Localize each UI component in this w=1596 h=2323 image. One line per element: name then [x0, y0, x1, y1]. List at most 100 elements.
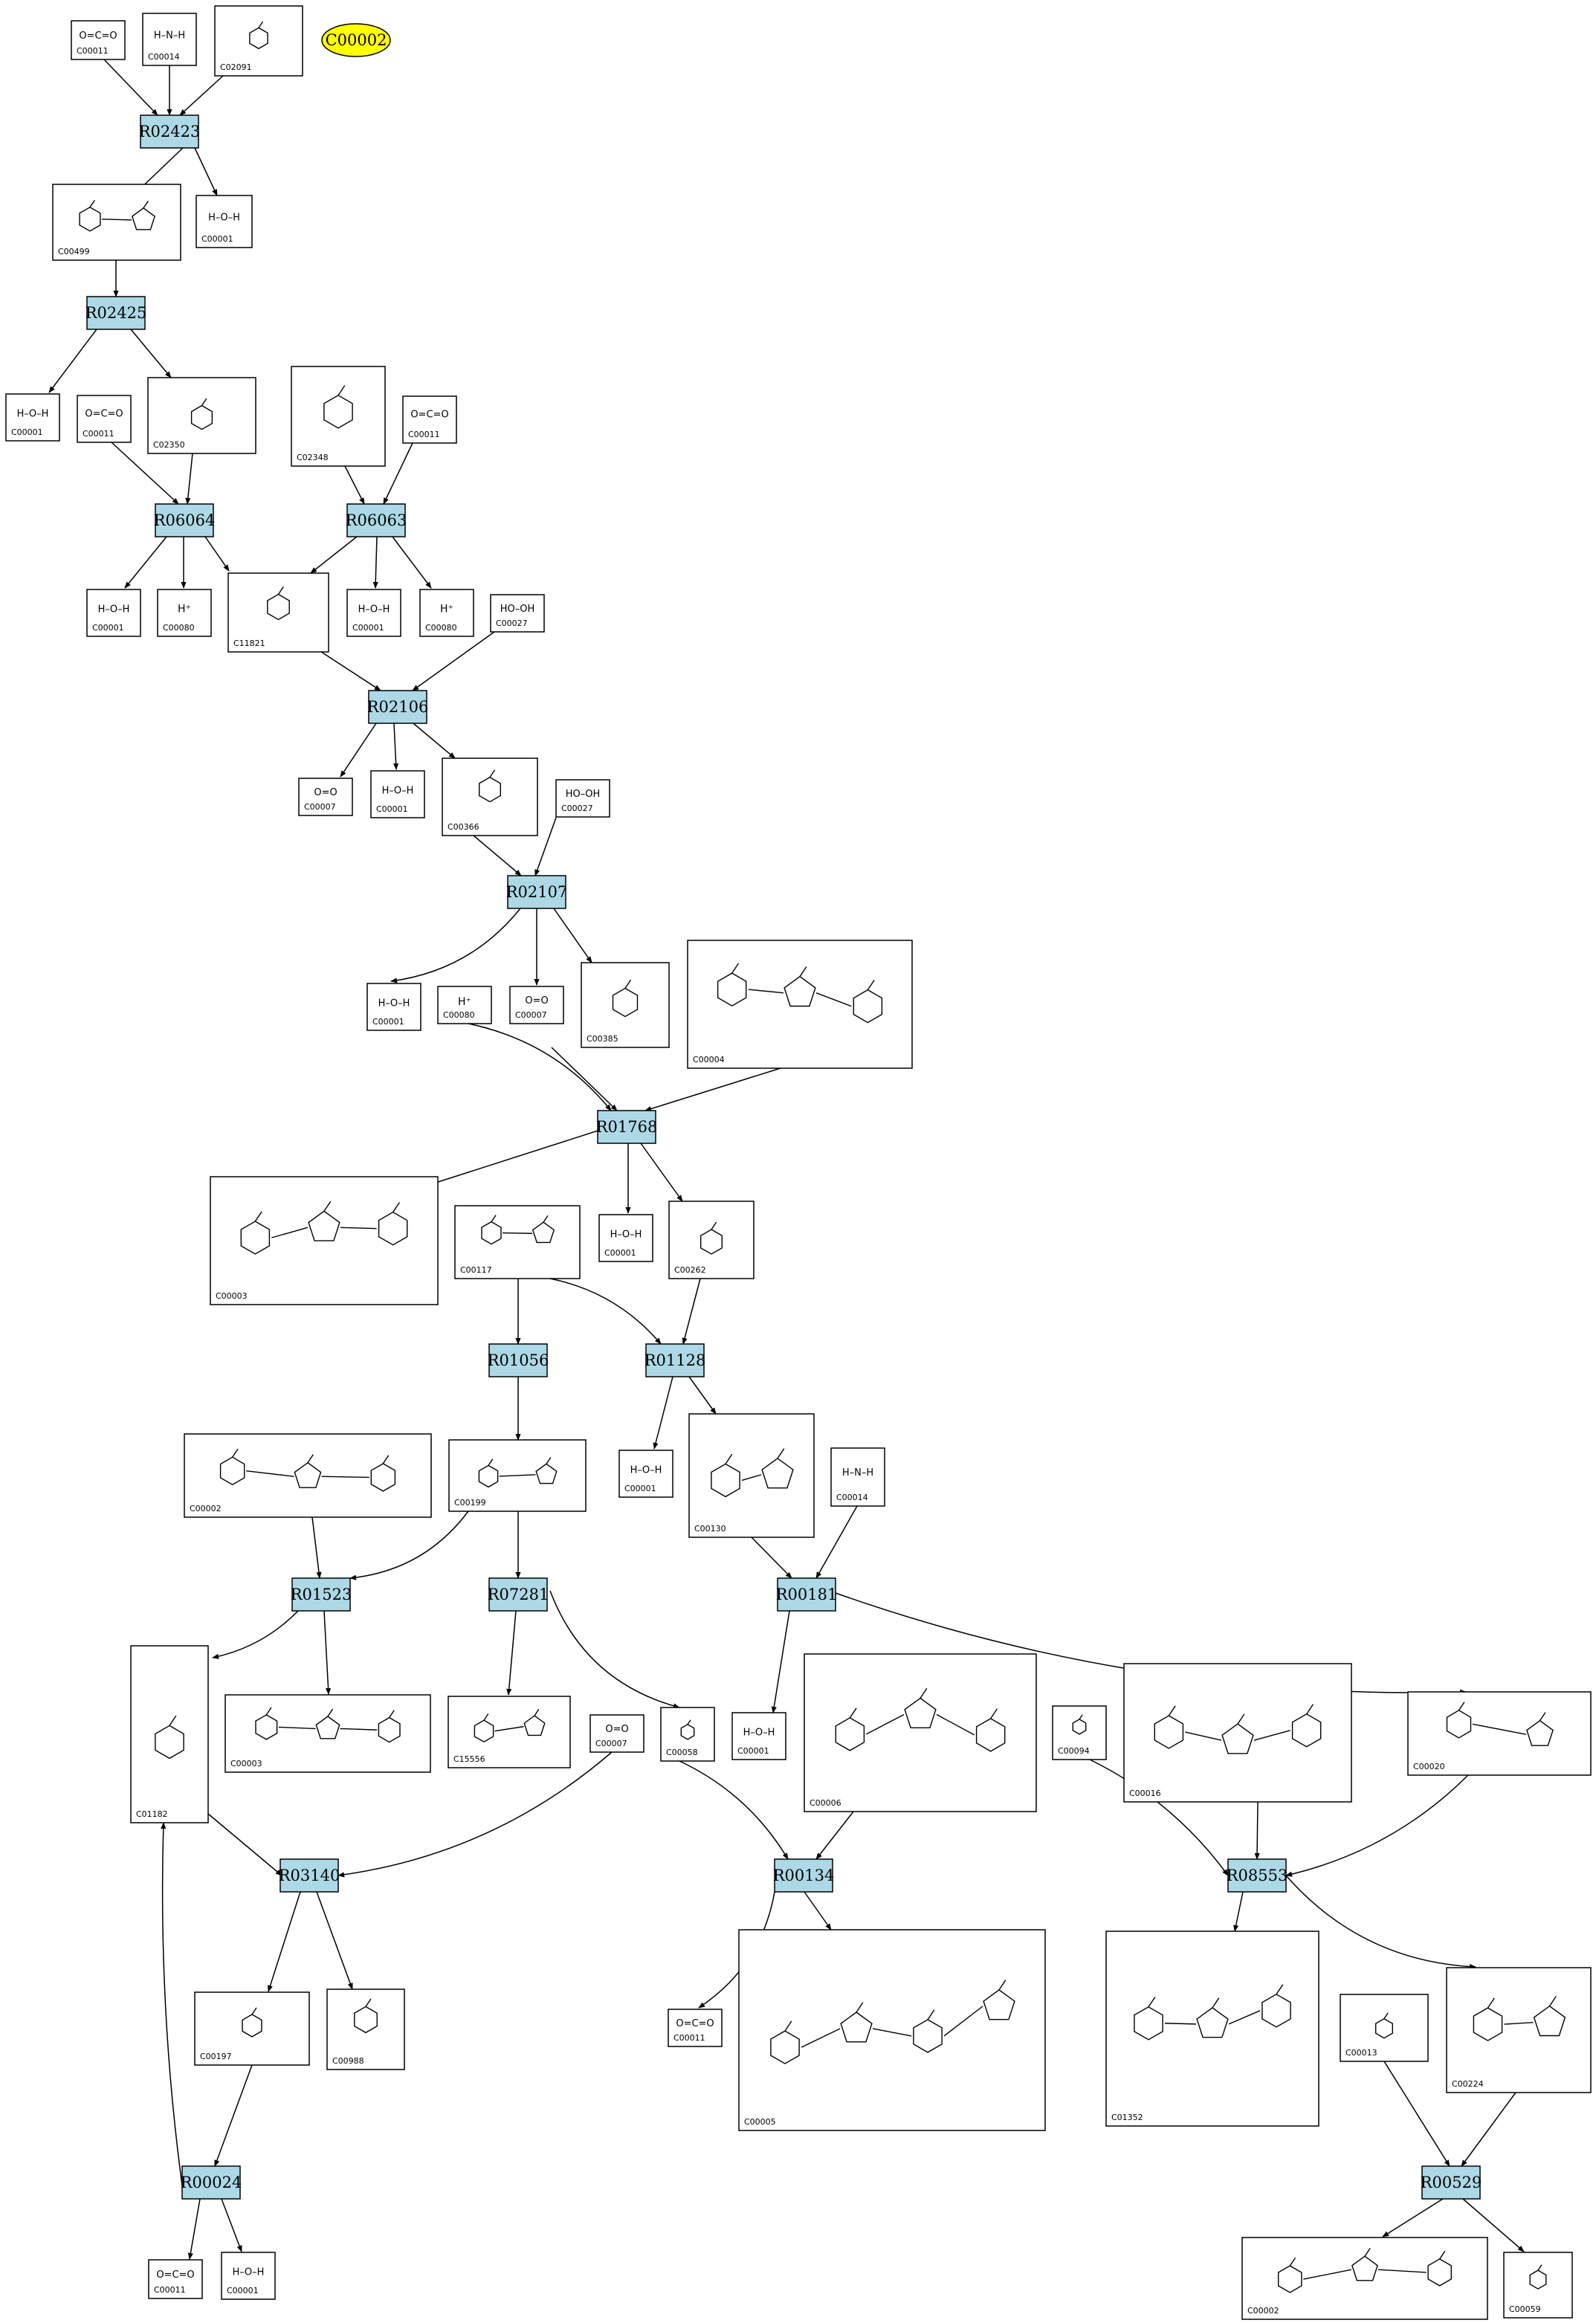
compound-node[interactable]: C01182 — [130, 1645, 209, 1823]
compound-node[interactable]: C00004 — [687, 940, 913, 1069]
reaction-box — [280, 1858, 339, 1893]
reaction-node[interactable]: R00134 — [773, 1858, 835, 1893]
compound-node[interactable]: H⁺C00080 — [437, 986, 492, 1024]
reaction-node[interactable]: R07281 — [488, 1577, 549, 1612]
structure-bond — [801, 2028, 841, 2048]
compound-node[interactable]: C00003 — [210, 1176, 439, 1305]
compound-node[interactable]: C00020 — [1407, 1691, 1592, 1776]
reaction-node[interactable]: R01128 — [644, 1343, 706, 1377]
compound-node[interactable]: C00224 — [1446, 1967, 1592, 2093]
reaction-node[interactable]: R06063 — [346, 503, 407, 537]
reaction-node[interactable]: R01056 — [488, 1343, 549, 1377]
reaction-node[interactable]: R02106 — [367, 690, 429, 724]
reaction-node[interactable]: R02107 — [506, 875, 568, 909]
structure-bond — [927, 2009, 935, 2020]
reaction-id-label: R00024 — [181, 2174, 242, 2191]
compound-node[interactable]: C00002 — [1241, 2237, 1488, 2320]
structure-bond — [990, 1708, 998, 1719]
edge-arrow — [372, 536, 378, 589]
compound-box — [1123, 1663, 1352, 1803]
compound-node[interactable]: C00197 — [194, 1991, 310, 2066]
reaction-node[interactable]: R08553 — [1227, 1858, 1288, 1893]
structure-bond — [392, 1202, 401, 1213]
reaction-node[interactable]: R02425 — [85, 296, 147, 330]
reaction-node[interactable]: R01768 — [596, 1110, 658, 1144]
compound-id-label: C00020 — [1413, 1762, 1445, 1771]
compound-box — [77, 395, 132, 443]
compound-node[interactable]: C00058 — [660, 1707, 715, 1762]
reaction-node[interactable]: R02423 — [139, 114, 201, 149]
start-node[interactable]: C00002 — [321, 23, 391, 57]
structure-ring — [1154, 1715, 1184, 1749]
reaction-node[interactable]: R03140 — [279, 1858, 340, 1893]
edge-arrow — [268, 1891, 301, 1992]
compound-node[interactable]: C00013 — [1340, 1994, 1429, 2062]
compound-node[interactable]: C00988 — [326, 1988, 405, 2070]
compound-node[interactable]: H⁺C00080 — [419, 589, 474, 637]
compound-node[interactable]: C00117 — [454, 1205, 581, 1279]
compound-node[interactable]: C00385 — [581, 962, 670, 1048]
reaction-node[interactable]: R00529 — [1421, 2165, 1482, 2200]
edge-arrow — [194, 147, 218, 196]
compound-node[interactable]: C11821 — [227, 572, 329, 653]
reaction-node[interactable]: R06064 — [154, 503, 216, 537]
compound-node[interactable]: C00094 — [1052, 1705, 1107, 1760]
edge-arrow — [644, 1067, 781, 1112]
compound-node[interactable]: C01352 — [1105, 1931, 1319, 2127]
compound-node[interactable]: H⁺C00080 — [157, 589, 212, 637]
compound-id-label: C00013 — [1345, 2048, 1377, 2058]
compound-node[interactable]: C00366 — [442, 757, 538, 836]
edge-arrow — [221, 2198, 242, 2252]
compound-id-label: C00199 — [454, 1498, 486, 1508]
compound-node[interactable]: C00262 — [668, 1201, 755, 1279]
compound-node[interactable]: C02348 — [291, 366, 386, 467]
structure-text: H–O–H — [382, 785, 414, 796]
compound-node[interactable]: C00003 — [224, 1694, 431, 1773]
structure-bond — [340, 1728, 378, 1731]
compound-node[interactable]: C00499 — [52, 184, 181, 261]
structure-bond — [1289, 2257, 1296, 2267]
compound-node[interactable]: C00016 — [1123, 1663, 1352, 1803]
compound-node[interactable]: C02091 — [214, 5, 303, 77]
compound-node[interactable]: C00199 — [448, 1439, 587, 1512]
structure-bond — [89, 199, 95, 208]
reaction-node[interactable]: R01523 — [291, 1577, 352, 1612]
compound-node[interactable]: C00059 — [1503, 2252, 1573, 2319]
reaction-node[interactable]: R00024 — [181, 2165, 242, 2200]
structure-ring — [1072, 1719, 1087, 1735]
structure-ring — [323, 394, 353, 429]
compound-id-label: C00014 — [836, 1493, 868, 1502]
compound-node[interactable]: C00002 — [184, 1433, 432, 1518]
edge-arrow — [430, 1126, 610, 1185]
compound-node[interactable]: C00005 — [738, 1929, 1046, 2131]
compound-node[interactable]: C00006 — [804, 1653, 1037, 1812]
compound-node[interactable]: C02350 — [147, 377, 256, 454]
compound-box — [52, 184, 181, 261]
structure-bond — [1168, 1705, 1176, 1716]
reaction-node[interactable]: R00181 — [776, 1577, 838, 1612]
compound-node[interactable]: C15556 — [448, 1696, 571, 1768]
compound-node[interactable]: C00130 — [688, 1413, 815, 1538]
